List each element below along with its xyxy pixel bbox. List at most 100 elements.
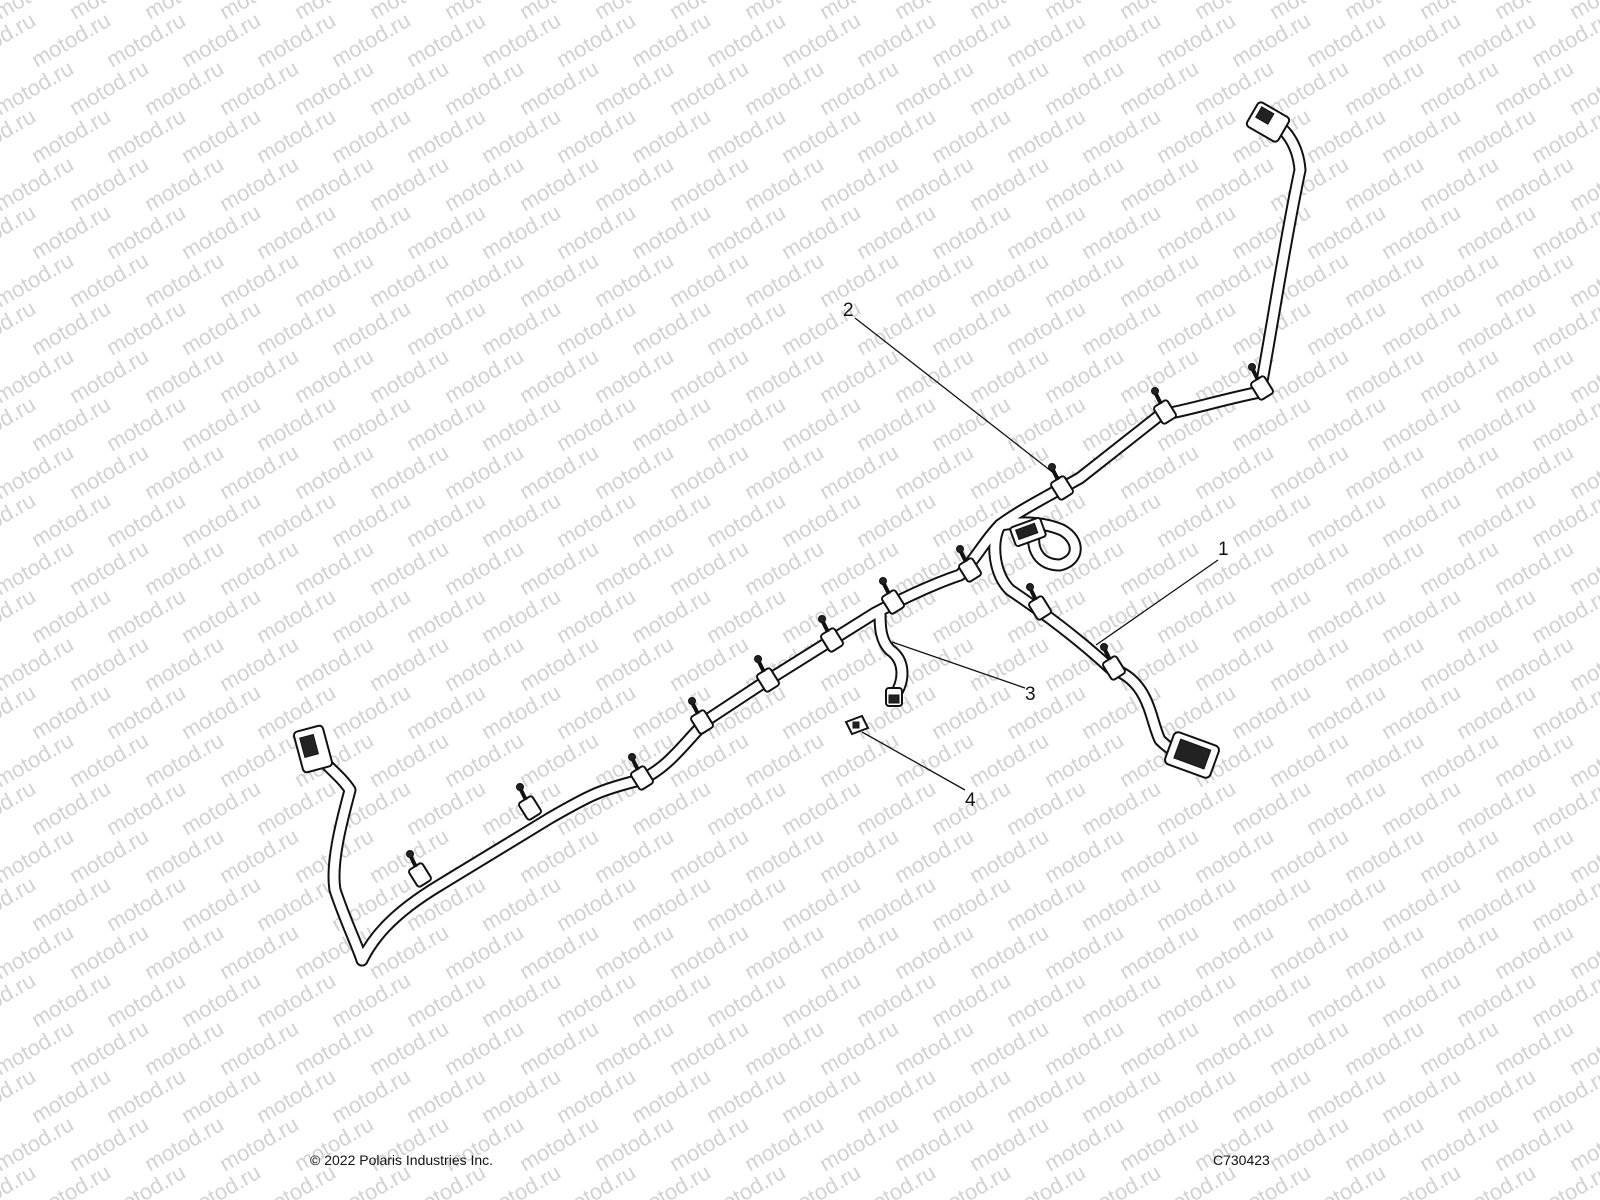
watermark-text: motod.ru bbox=[102, 295, 190, 360]
watermark-text: motod.ru bbox=[215, 1111, 303, 1176]
watermark-text: motod.ru bbox=[365, 727, 453, 792]
watermark-text: motod.ru bbox=[815, 151, 903, 216]
watermark-text: motod.ru bbox=[927, 679, 1015, 744]
watermark-text: motod.ru bbox=[290, 1015, 378, 1080]
watermark-text: motod.ru bbox=[515, 247, 603, 312]
watermark-text: motod.ru bbox=[1152, 775, 1240, 840]
watermark-text: motod.ru bbox=[1302, 679, 1390, 744]
watermark-text: motod.ru bbox=[140, 343, 228, 408]
watermark-text: motod.ru bbox=[215, 535, 303, 600]
watermark-text: motod.ru bbox=[365, 535, 453, 600]
watermark-text: motod.ru bbox=[1452, 103, 1540, 168]
harness-clip bbox=[1151, 387, 1177, 425]
item-3-connector bbox=[885, 687, 903, 707]
watermark-text: motod.ru bbox=[627, 103, 715, 168]
watermark-text: motod.ru bbox=[1340, 1015, 1428, 1080]
watermark-text: motod.ru bbox=[702, 871, 790, 936]
watermark-text: motod.ru bbox=[477, 391, 565, 456]
watermark-text: motod.ru bbox=[102, 679, 190, 744]
watermark-text: motod.ru bbox=[515, 535, 603, 600]
harness-core bbox=[357, 113, 1305, 965]
connector-center bbox=[1009, 516, 1047, 548]
watermark-text: motod.ru bbox=[477, 871, 565, 936]
watermark-text: motod.ru bbox=[215, 823, 303, 888]
watermark-text: motod.ru bbox=[65, 151, 153, 216]
watermark-text: motod.ru bbox=[702, 103, 790, 168]
watermark-text: motod.ru bbox=[440, 343, 528, 408]
watermark-text: motod.ru bbox=[252, 967, 340, 1032]
watermark-text: motod.ru bbox=[1265, 823, 1353, 888]
watermark-text: motod.ru bbox=[1002, 871, 1090, 936]
watermark-text: motod.ru bbox=[852, 7, 940, 72]
watermark-text: motod.ru bbox=[477, 1063, 565, 1128]
watermark-text: motod.ru bbox=[702, 7, 790, 72]
watermark-text: motod.ru bbox=[665, 535, 753, 600]
watermark-text: motod.ru bbox=[890, 439, 978, 504]
callout-4: 4 bbox=[965, 790, 976, 811]
watermark-text: motod.ru bbox=[890, 55, 978, 120]
watermark-text: motod.ru bbox=[890, 823, 978, 888]
watermark-text: motod.ru bbox=[327, 7, 415, 72]
watermark-text: motod.ru bbox=[1265, 343, 1353, 408]
watermark-text: motod.ru bbox=[890, 1111, 978, 1176]
watermark-text: motod.ru bbox=[1340, 55, 1428, 120]
watermark-text: motod.ru bbox=[1265, 919, 1353, 984]
watermark-text: motod.ru bbox=[777, 391, 865, 456]
watermark-text: motod.ru bbox=[252, 583, 340, 648]
watermark-text: motod.ru bbox=[252, 871, 340, 936]
watermark-text: motod.ru bbox=[1077, 295, 1165, 360]
watermark-text: motod.ru bbox=[665, 631, 753, 696]
watermark-text: motod.ru bbox=[102, 487, 190, 552]
watermark-text: motod.ru bbox=[402, 103, 490, 168]
watermark-text: motod.ru bbox=[927, 583, 1015, 648]
watermark-text: motod.ru bbox=[590, 1015, 678, 1080]
watermark-text: motod.ru bbox=[477, 103, 565, 168]
watermark-text: motod.ru bbox=[1190, 823, 1278, 888]
watermark-text: motod.ru bbox=[27, 871, 115, 936]
watermark-text: motod.ru bbox=[290, 439, 378, 504]
watermark-text: motod.ru bbox=[327, 967, 415, 1032]
watermark-text: motod.ru bbox=[1040, 919, 1128, 984]
watermark-text: motod.ru bbox=[1002, 391, 1090, 456]
watermark-text: motod.ru bbox=[65, 919, 153, 984]
watermark-text: motod.ru bbox=[402, 967, 490, 1032]
watermark-text: motod.ru bbox=[290, 55, 378, 120]
harness-core bbox=[875, 607, 907, 700]
watermark-text: motod.ru bbox=[177, 775, 265, 840]
watermark-text: motod.ru bbox=[290, 343, 378, 408]
watermark-text: motod.ru bbox=[665, 151, 753, 216]
watermark-text: motod.ru bbox=[1377, 583, 1465, 648]
watermark-text: motod.ru bbox=[702, 1063, 790, 1128]
watermark-text: motod.ru bbox=[1377, 871, 1465, 936]
watermark-text: motod.ru bbox=[140, 727, 228, 792]
watermark-text: motod.ru bbox=[740, 343, 828, 408]
watermark-text: motod.ru bbox=[927, 391, 1015, 456]
watermark-text: motod.ru bbox=[1040, 1015, 1128, 1080]
watermark-text: motod.ru bbox=[1490, 535, 1578, 600]
watermark-text: motod.ru bbox=[1490, 823, 1578, 888]
watermark-text: motod.ru bbox=[177, 103, 265, 168]
watermark-text: motod.ru bbox=[1190, 919, 1278, 984]
watermark-text: motod.ru bbox=[102, 871, 190, 936]
watermark-text: motod.ru bbox=[815, 823, 903, 888]
watermark-text: motod.ru bbox=[215, 919, 303, 984]
watermark-text: motod.ru bbox=[740, 151, 828, 216]
watermark-text: motod.ru bbox=[515, 727, 603, 792]
watermark-text: motod.ru bbox=[1452, 679, 1540, 744]
watermark-text: motod.ru bbox=[965, 55, 1053, 120]
harness-clips bbox=[406, 363, 1274, 888]
watermark-text: motod.ru bbox=[177, 967, 265, 1032]
watermark-text: motod.ru bbox=[27, 967, 115, 1032]
watermark-text: motod.ru bbox=[327, 487, 415, 552]
watermark-text: motod.ru bbox=[140, 1015, 228, 1080]
watermark-text: motod.ru bbox=[327, 583, 415, 648]
watermark-text: motod.ru bbox=[965, 1015, 1053, 1080]
harness-clip bbox=[1026, 583, 1052, 621]
watermark-text: motod.ru bbox=[1227, 199, 1315, 264]
watermark-text: motod.ru bbox=[1115, 823, 1203, 888]
watermark-text: motod.ru bbox=[740, 823, 828, 888]
watermark-text: motod.ru bbox=[177, 487, 265, 552]
watermark-text: motod.ru bbox=[590, 343, 678, 408]
watermark-text: motod.ru bbox=[402, 199, 490, 264]
